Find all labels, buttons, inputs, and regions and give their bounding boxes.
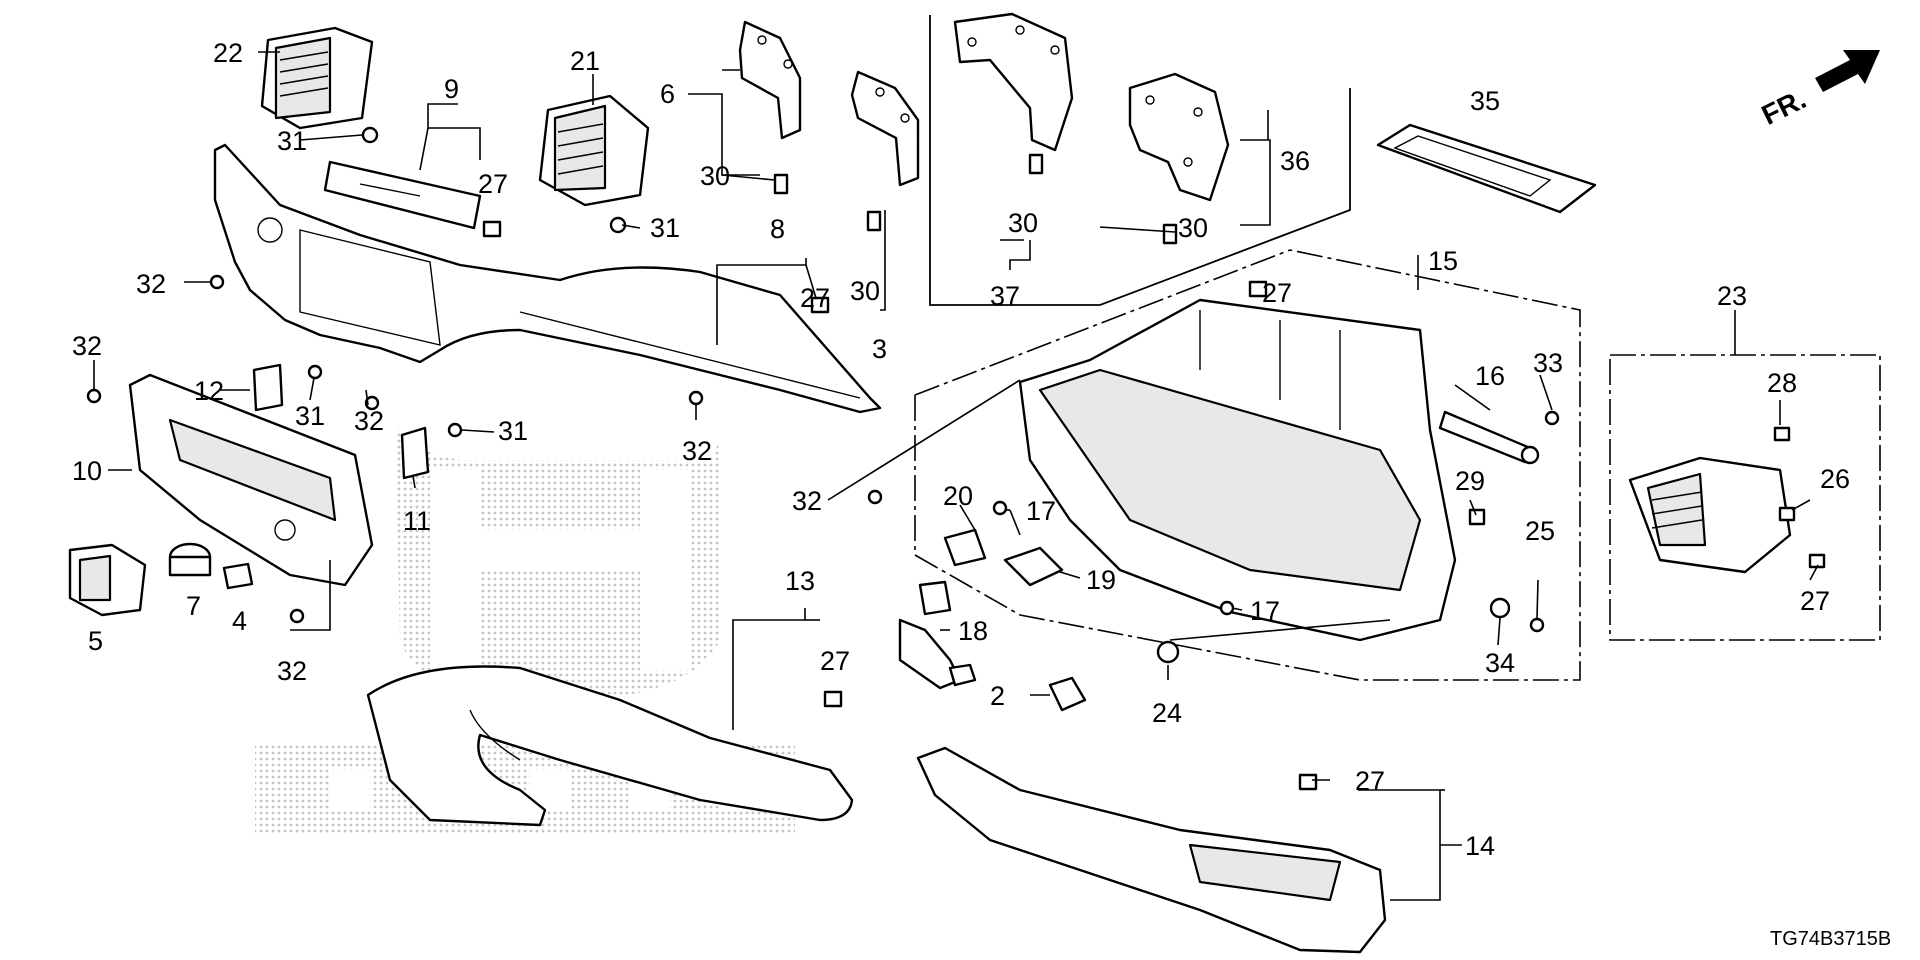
part-8-dashboard-panel <box>213 143 882 414</box>
callout-16: 16 <box>1475 361 1505 391</box>
part-23-vent-assembly <box>1628 456 1792 574</box>
part-6-bracket <box>738 20 802 140</box>
callout-4: 4 <box>232 606 247 636</box>
part-20-button <box>943 528 987 567</box>
callout-27f: 27 <box>1355 766 1385 796</box>
callout-27e: 27 <box>1800 586 1830 616</box>
front-direction-arrow: FR. <box>1757 50 1880 131</box>
part-37-bracket <box>953 12 1074 152</box>
callout-27d: 27 <box>820 646 850 676</box>
callout-35: 35 <box>1470 86 1500 116</box>
fasteners <box>86 126 1826 791</box>
callout-14: 14 <box>1465 831 1495 861</box>
callout-32c: 32 <box>354 406 384 436</box>
callout-labels: 22 21 9 6 31 27 30 31 8 32 27 30 3 30 37… <box>72 38 1850 861</box>
callout-30c: 30 <box>1008 208 1038 238</box>
part-19-latch <box>1003 546 1064 587</box>
group-frame-upper-right <box>929 15 1351 306</box>
callout-32f: 32 <box>277 656 307 686</box>
callout-32d: 32 <box>682 436 712 466</box>
callout-11: 11 <box>403 506 431 536</box>
callout-27c: 27 <box>1262 278 1292 308</box>
callout-24: 24 <box>1152 698 1182 728</box>
callout-17b: 17 <box>1250 596 1280 626</box>
callout-33: 33 <box>1533 348 1563 378</box>
part-16-damper <box>1438 410 1540 465</box>
callout-3: 3 <box>872 334 887 364</box>
callout-32b: 32 <box>72 331 102 361</box>
callout-25: 25 <box>1525 516 1555 546</box>
callout-30d: 30 <box>1178 213 1208 243</box>
brand-watermark <box>255 420 795 835</box>
callout-31c: 31 <box>295 401 325 431</box>
part-3-bracket <box>850 70 920 187</box>
callout-30b: 30 <box>850 276 880 306</box>
callout-37: 37 <box>990 281 1020 311</box>
part-5-switch <box>68 543 147 617</box>
part-18-lock-cylinder <box>898 580 977 690</box>
callout-18: 18 <box>958 616 988 646</box>
callout-23: 23 <box>1717 281 1747 311</box>
callout-27a: 27 <box>478 169 508 199</box>
callout-5: 5 <box>88 626 103 656</box>
part-22-side-vent-left <box>260 26 374 130</box>
callout-10: 10 <box>72 456 102 486</box>
callout-17a: 17 <box>1026 496 1056 526</box>
part-12-clip <box>252 363 284 412</box>
callout-22: 22 <box>213 38 243 68</box>
callout-12: 12 <box>194 376 224 406</box>
callout-32e: 32 <box>792 486 822 516</box>
group-frame-glovebox <box>914 249 1581 681</box>
callout-29: 29 <box>1455 466 1485 496</box>
part-7-socket <box>168 542 212 577</box>
part-4-connector <box>222 562 254 590</box>
callout-9: 9 <box>444 74 459 104</box>
callout-6: 6 <box>660 79 675 109</box>
callout-32a: 32 <box>136 269 166 299</box>
callout-34: 34 <box>1485 648 1515 678</box>
callout-7: 7 <box>186 591 201 621</box>
callout-19: 19 <box>1086 565 1116 595</box>
direction-label: FR. <box>1757 83 1811 131</box>
callout-8: 8 <box>770 214 785 244</box>
part-35-label <box>1376 123 1597 214</box>
part-9-garnish <box>323 160 482 230</box>
part-14-lower-panel <box>916 746 1387 954</box>
group-frame-vent <box>1609 354 1881 641</box>
part-21-center-vent <box>538 94 650 207</box>
callout-2: 2 <box>990 681 1005 711</box>
callout-31d: 31 <box>498 416 528 446</box>
callout-13: 13 <box>785 566 815 596</box>
callout-28: 28 <box>1767 368 1797 398</box>
callout-31b: 31 <box>650 213 680 243</box>
callout-20: 20 <box>943 481 973 511</box>
callout-36: 36 <box>1280 146 1310 176</box>
part-13-side-cover <box>366 665 854 827</box>
callout-26: 26 <box>1820 464 1850 494</box>
part-11-clip <box>400 426 430 480</box>
part-15-glove-box <box>1018 298 1457 642</box>
callout-30a: 30 <box>700 161 730 191</box>
part-2-connector <box>1048 676 1087 712</box>
drawing-code: TG74B3715B <box>1770 928 1891 950</box>
leader-lines <box>93 51 1819 901</box>
callout-27b: 27 <box>800 283 830 313</box>
callout-21: 21 <box>570 46 600 76</box>
callout-31a: 31 <box>277 126 307 156</box>
part-10-lower-panel <box>128 373 374 587</box>
part-36-bracket <box>1128 72 1230 202</box>
callout-15: 15 <box>1428 246 1458 276</box>
